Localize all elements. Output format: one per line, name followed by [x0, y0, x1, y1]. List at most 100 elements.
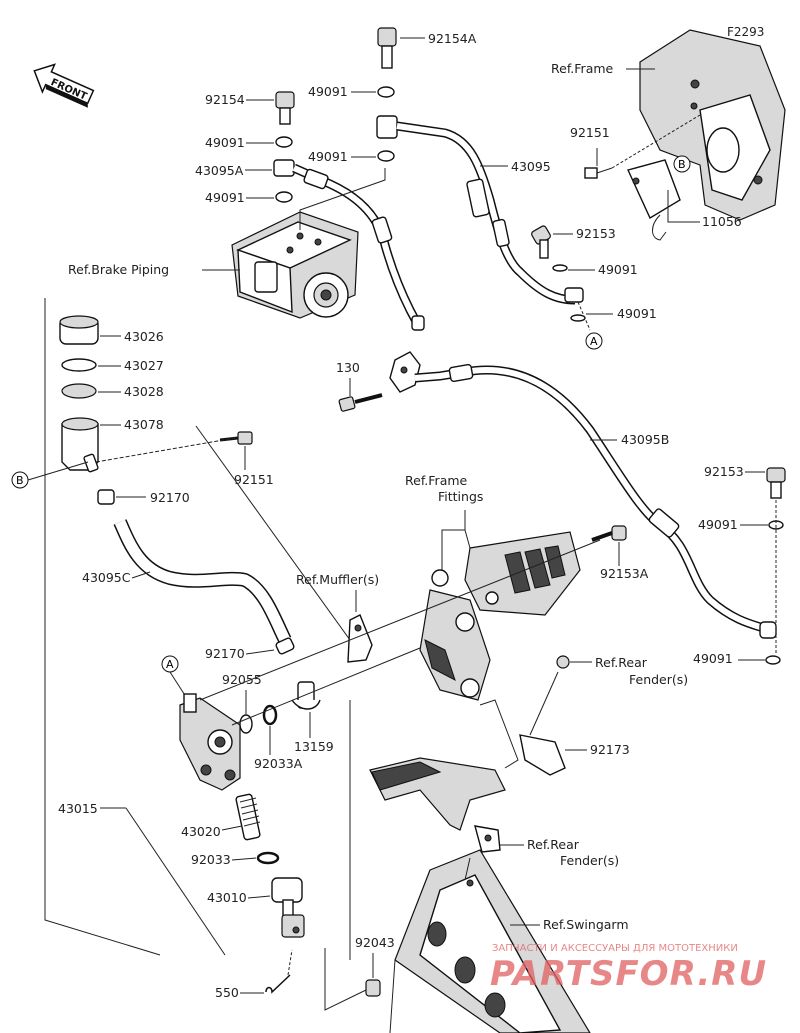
bolt-92151-top — [584, 167, 613, 179]
ref-brake-piping: Ref.Brake Piping — [68, 262, 169, 277]
reservoir-43078 — [61, 417, 99, 473]
label-92170-top: 92170 — [150, 490, 190, 505]
circlip-92033 — [256, 851, 280, 865]
label-92153-right: 92153 — [704, 464, 744, 479]
label-49091-r1: 49091 — [598, 262, 638, 277]
ref-swingarm: Ref.Swingarm — [543, 917, 629, 932]
washer-49091-l2 — [275, 191, 293, 203]
label-550: 550 — [215, 985, 239, 1000]
label-43095: 43095 — [511, 159, 551, 174]
label-43027: 43027 — [124, 358, 164, 373]
hose-43095A — [273, 159, 425, 331]
oring-92055 — [239, 714, 253, 734]
ref-rear-fender-top-1: Ref.Rear — [595, 655, 648, 670]
label-49091-r3: 49091 — [698, 517, 738, 532]
rear-fender-lower — [369, 757, 506, 853]
ref-rear-fender-bottom-1: Ref.Rear — [527, 837, 580, 852]
ref-rear-fender-top-2: Fender(s) — [629, 672, 688, 687]
label-43015: 43015 — [58, 801, 98, 816]
marker-a-top: A — [585, 332, 603, 350]
abs-unit — [231, 211, 359, 319]
ref-frame-top: Ref.Frame — [551, 61, 614, 76]
bolt-92153-mid — [531, 225, 551, 259]
bolt-92151-left — [219, 431, 253, 445]
clamp-92170-mid — [275, 637, 295, 655]
muffler-bracket — [347, 614, 373, 663]
label-92173: 92173 — [590, 742, 630, 757]
screw-rear-fender-top — [556, 655, 570, 669]
ref-muffler: Ref.Muffler(s) — [296, 572, 379, 587]
label-130: 130 — [336, 360, 360, 375]
label-43095A: 43095A — [195, 163, 244, 178]
gasket-43027 — [61, 358, 97, 372]
junction-block — [389, 351, 421, 393]
bolt-92153A — [591, 525, 627, 542]
connector-13159 — [291, 681, 321, 710]
washer-49091-r1 — [552, 264, 568, 272]
ref-rear-fender-bottom-2: Fender(s) — [560, 853, 619, 868]
washer-49091-l1 — [275, 136, 293, 148]
plate-43028 — [61, 383, 97, 399]
label-92033A: 92033A — [254, 756, 303, 771]
label-92170-mid: 92170 — [205, 646, 245, 661]
washer-49091-top — [377, 86, 395, 98]
label-43095B: 43095B — [621, 432, 669, 447]
label-43078: 43078 — [124, 417, 164, 432]
label-43010: 43010 — [207, 890, 247, 905]
label-43026: 43026 — [124, 329, 164, 344]
pin-92043 — [365, 979, 381, 997]
label-49091-top: 49091 — [308, 84, 348, 99]
watermark-tagline: ЗАПЧАСТИ И АКСЕССУАРЫ ДЛЯ МОТОТЕХНИКИ — [492, 943, 738, 954]
pushrod-43010 — [271, 877, 305, 938]
svg-text:B: B — [678, 158, 686, 171]
ref-frame-fittings-1: Ref.Frame — [405, 473, 468, 488]
svg-text:A: A — [166, 658, 174, 671]
label-49091-l2: 49091 — [205, 190, 245, 205]
washer-49091-r2 — [570, 314, 586, 322]
bolt-130 — [338, 393, 383, 412]
label-92151-left: 92151 — [234, 472, 274, 487]
hose-43095C — [113, 519, 292, 644]
swingarm — [389, 849, 591, 1033]
ref-frame-fittings-2: Fittings — [438, 489, 483, 504]
label-49091-l1: 49091 — [205, 135, 245, 150]
master-cylinder-43015 — [179, 693, 241, 791]
bolt-92153-right — [766, 467, 786, 499]
label-43028: 43028 — [124, 384, 164, 399]
front-arrow-icon: FRONT — [33, 63, 95, 108]
marker-a-left: A — [161, 655, 179, 673]
svg-text:A: A — [590, 335, 598, 348]
clamp-92170-top — [97, 489, 115, 505]
hose-43095B — [414, 363, 777, 639]
banjo-bolt-92154A — [377, 27, 397, 69]
label-43095C: 43095C — [82, 570, 131, 585]
watermark: ЗАПЧАСТИ И АКСЕССУАРЫ ДЛЯ МОТОТЕХНИКИ PA… — [490, 943, 767, 994]
label-92153-mid: 92153 — [576, 226, 616, 241]
label-43020: 43020 — [181, 824, 221, 839]
label-92055: 92055 — [222, 672, 262, 687]
watermark-brand: PARTSFOR.RU — [490, 954, 767, 994]
label-92043: 92043 — [355, 935, 395, 950]
spring-43020 — [235, 793, 261, 841]
washer-49091-r4 — [765, 655, 781, 665]
clamp-92173 — [479, 699, 566, 776]
label-11056: 11056 — [702, 214, 742, 229]
label-49091-r4: 49091 — [693, 651, 733, 666]
hose-43095 — [376, 115, 584, 305]
cotter-pin-550 — [265, 974, 291, 994]
reservoir-cap-43026 — [59, 315, 99, 345]
label-92154A: 92154A — [428, 31, 477, 46]
label-49091-r2: 49091 — [617, 306, 657, 321]
marker-b-left: B — [11, 471, 29, 489]
circlip-92033A — [262, 704, 278, 726]
label-49091-mid: 49091 — [308, 149, 348, 164]
figure-code: F2293 — [727, 25, 764, 39]
washer-49091-mid — [377, 150, 395, 162]
label-13159: 13159 — [294, 739, 334, 754]
label-92153A: 92153A — [600, 566, 649, 581]
svg-text:B: B — [16, 474, 24, 487]
label-92033: 92033 — [191, 852, 231, 867]
label-92151-top: 92151 — [570, 125, 610, 140]
frame-bracket — [627, 29, 786, 241]
